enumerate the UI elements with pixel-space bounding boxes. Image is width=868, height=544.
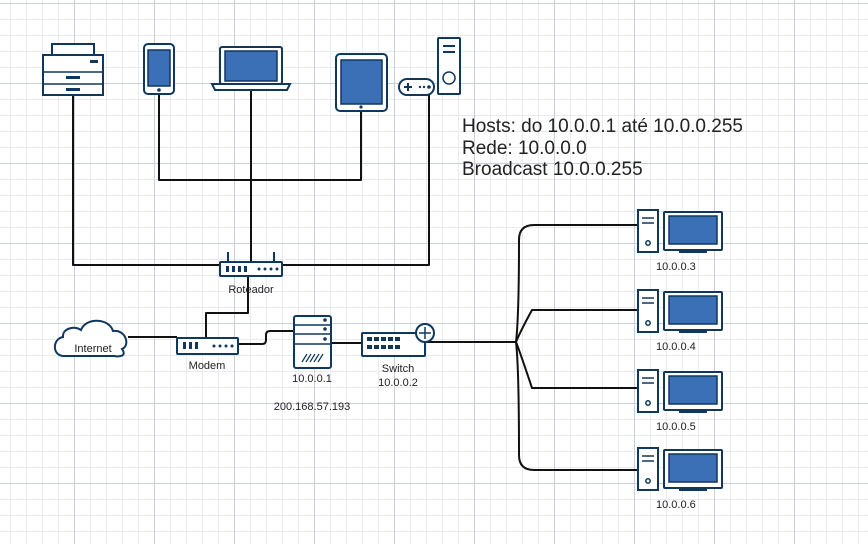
network-address-text: Rede: 10.0.0.0 — [462, 138, 587, 159]
internet-label: Internet — [74, 343, 111, 355]
wire-router-modem — [205, 276, 249, 346]
printer-icon — [42, 43, 104, 96]
switch-label: Switch — [382, 363, 414, 375]
router-icon — [219, 252, 283, 277]
wire-bus-pc1 — [515, 224, 638, 343]
wire-console-router — [280, 94, 430, 266]
tablet-icon — [335, 53, 388, 112]
broadcast-address-text: Broadcast 10.0.0.255 — [462, 159, 643, 180]
switch-ip-label: 10.0.0.2 — [378, 377, 418, 389]
public-ip-label: 200.168.57.193 — [274, 401, 350, 413]
desktop-computer-icon — [637, 447, 723, 491]
computers-group: 10.0.0.3 10.0.0.4 10.0.0.5 10.0.0.6 — [637, 209, 723, 511]
wire-tablet-router — [252, 111, 362, 181]
desktop-computer-icon — [637, 209, 723, 253]
computer-ip-label: 10.0.0.4 — [656, 341, 696, 353]
desktop-computer-icon — [637, 289, 723, 333]
wire-bus-pc2 — [515, 309, 638, 343]
hosts-range-text: Hosts: do 10.0.0.1 até 10.0.0.255 — [462, 116, 743, 137]
server-icon — [293, 315, 332, 369]
computer-ip-label: 10.0.0.6 — [656, 499, 696, 511]
computer-ip-label: 10.0.0.3 — [656, 261, 696, 273]
wire-modem-server — [238, 330, 294, 345]
router-label: Roteador — [228, 284, 274, 296]
desktop-computer-icon — [637, 369, 723, 413]
network-info: Hosts: do 10.0.0.1 até 10.0.0.255 Rede: … — [462, 116, 743, 180]
switch-icon — [361, 323, 435, 357]
smartphone-icon — [143, 43, 175, 95]
wire-bus-pc4 — [515, 341, 638, 471]
wire-bus-pc3 — [515, 341, 638, 389]
computer-ip-label: 10.0.0.5 — [656, 421, 696, 433]
server-ip-label: 10.0.0.1 — [292, 373, 332, 385]
internet-cloud-icon — [53, 319, 128, 358]
laptop-icon — [210, 46, 292, 91]
modem-icon — [176, 337, 239, 355]
wire-printer-router — [72, 94, 250, 266]
wire-phone-router — [158, 95, 250, 181]
modem-label: Modem — [189, 360, 226, 372]
game-console-icon — [398, 37, 461, 96]
connections — [72, 90, 638, 471]
